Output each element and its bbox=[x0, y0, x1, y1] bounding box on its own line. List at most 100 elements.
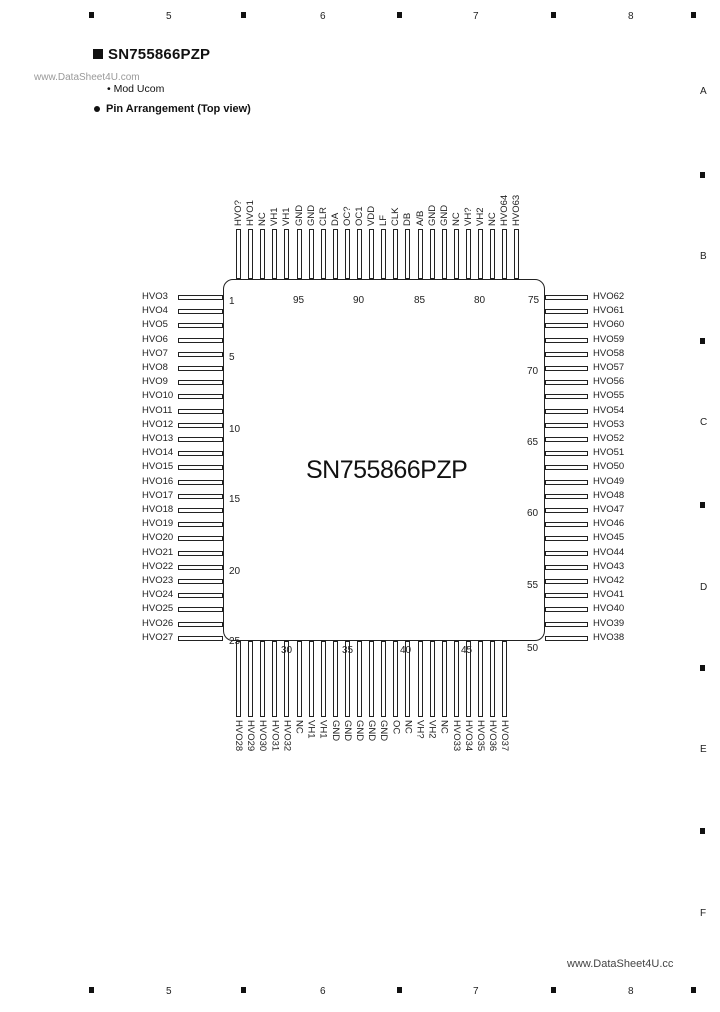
grid-marker-icon bbox=[397, 987, 402, 993]
grid-column-label: 6 bbox=[320, 11, 326, 22]
pin-lead bbox=[545, 508, 588, 513]
grid-row-label: E bbox=[700, 744, 707, 755]
pin-label-top: HVO1 bbox=[245, 200, 257, 226]
grid-marker-icon bbox=[551, 12, 556, 18]
pin-lead bbox=[545, 522, 588, 528]
pin-lead bbox=[178, 621, 223, 627]
pin-label-bottom: HVO35 bbox=[475, 720, 486, 752]
pin-lead bbox=[178, 323, 223, 329]
pin-lead bbox=[369, 229, 375, 279]
grid-column-label: 5 bbox=[166, 11, 172, 22]
pin-label-left: HVO12 bbox=[142, 418, 174, 430]
pin-lead bbox=[178, 522, 223, 528]
pin-lead bbox=[178, 451, 223, 457]
pin-lead bbox=[545, 465, 588, 471]
grid-marker-icon bbox=[89, 12, 94, 18]
pin-lead bbox=[545, 536, 588, 542]
page-title: SN755866PZP bbox=[93, 46, 210, 63]
pin-lead bbox=[545, 337, 588, 343]
pin-number: 90 bbox=[353, 295, 365, 306]
pin-number: 45 bbox=[461, 645, 473, 656]
pin-label-bottom: GND bbox=[378, 720, 390, 742]
pin-label-bottom: HVO30 bbox=[257, 720, 269, 752]
pin-lead bbox=[465, 641, 471, 717]
pin-lead bbox=[490, 229, 496, 279]
pin-label-bottom: VH2 bbox=[426, 720, 438, 739]
watermark-bottom: www.DataSheet4U.cc bbox=[567, 958, 674, 970]
pin-label-bottom: VH? bbox=[414, 720, 426, 739]
pin-label-right: HVO51 bbox=[593, 447, 625, 459]
chip-name: SN755866PZP bbox=[306, 456, 468, 484]
pin-label-top: CLR bbox=[317, 206, 329, 226]
pin-label-left: HVO3 bbox=[142, 291, 168, 302]
pin-label-left: HVO6 bbox=[142, 333, 168, 345]
pin-label-right: HVO61 bbox=[593, 305, 625, 317]
pin-label-top: GND bbox=[293, 204, 305, 226]
pin-label-top: VH2 bbox=[475, 207, 486, 226]
pin-label-right: HVO40 bbox=[593, 603, 625, 615]
pin-number: 10 bbox=[229, 424, 241, 435]
pin-label-bottom: HVO34 bbox=[462, 720, 474, 752]
pin-label-right: HVO43 bbox=[593, 560, 625, 572]
pin-lead bbox=[545, 422, 588, 428]
grid-marker-icon bbox=[700, 172, 705, 178]
pin-lead bbox=[248, 229, 254, 279]
pin-label-top: VH1 bbox=[269, 207, 281, 226]
pin-lead bbox=[514, 229, 520, 279]
pin-label-left: HVO21 bbox=[142, 546, 174, 558]
grid-row-label: C bbox=[700, 417, 708, 428]
pin-label-bottom: HVO29 bbox=[245, 720, 257, 752]
pin-label-bottom: GND bbox=[366, 720, 378, 742]
pin-lead bbox=[478, 229, 483, 279]
pin-label-top: NC bbox=[450, 212, 462, 226]
pin-lead bbox=[178, 593, 223, 599]
pin-lead bbox=[296, 641, 302, 717]
pin-label-right: HVO42 bbox=[593, 575, 625, 586]
pin-number: 80 bbox=[474, 295, 486, 306]
pin-label-right: HVO49 bbox=[593, 475, 625, 487]
pin-lead bbox=[272, 229, 278, 279]
grid-marker-icon bbox=[700, 502, 705, 508]
pin-label-right: HVO39 bbox=[593, 617, 625, 629]
pin-lead bbox=[178, 579, 223, 584]
pin-lead bbox=[429, 229, 435, 279]
pin-number: 75 bbox=[528, 295, 540, 306]
pin-label-top: GND bbox=[305, 204, 317, 226]
pin-label-left: HVO4 bbox=[142, 305, 168, 317]
pin-label-top: VDD bbox=[366, 205, 378, 226]
pin-label-right: HVO62 bbox=[593, 291, 625, 302]
grid-marker-icon bbox=[397, 12, 402, 18]
pin-label-left: HVO15 bbox=[142, 461, 174, 473]
pin-lead bbox=[453, 641, 459, 717]
pin-lead bbox=[178, 479, 223, 485]
grid-row-label: B bbox=[700, 251, 707, 262]
pin-lead bbox=[545, 607, 588, 613]
pin-label-top: LF bbox=[378, 214, 390, 226]
pin-lead bbox=[545, 493, 588, 499]
pin-number: 25 bbox=[229, 636, 241, 647]
pin-label-top: OC? bbox=[341, 206, 353, 226]
pin-lead bbox=[320, 641, 326, 717]
pin-lead bbox=[545, 295, 588, 300]
pin-label-right: HVO55 bbox=[593, 390, 625, 402]
watermark-top: www.DataSheet4U.com bbox=[34, 72, 140, 83]
pin-lead bbox=[545, 437, 588, 442]
pin-number: 60 bbox=[527, 508, 539, 519]
pin-lead bbox=[320, 229, 326, 279]
pin-lead bbox=[178, 295, 223, 300]
pin-label-bottom: NC bbox=[293, 720, 305, 734]
grid-row-label: A bbox=[700, 86, 707, 97]
pin-label-right: HVO47 bbox=[593, 504, 625, 515]
pin-label-left: HVO18 bbox=[142, 504, 174, 515]
pin-lead bbox=[545, 309, 588, 315]
pin-label-top: CLK bbox=[390, 207, 402, 226]
title-bullet-icon bbox=[93, 49, 103, 59]
pin-label-left: HVO7 bbox=[142, 347, 168, 359]
pin-lead bbox=[284, 641, 290, 717]
grid-row-label: F bbox=[700, 908, 707, 919]
pin-label-bottom: GND bbox=[329, 720, 341, 742]
pin-lead bbox=[248, 641, 254, 717]
pin-lead bbox=[545, 366, 588, 371]
pin-label-top: NC bbox=[487, 212, 499, 226]
grid-column-label: 5 bbox=[166, 986, 172, 997]
